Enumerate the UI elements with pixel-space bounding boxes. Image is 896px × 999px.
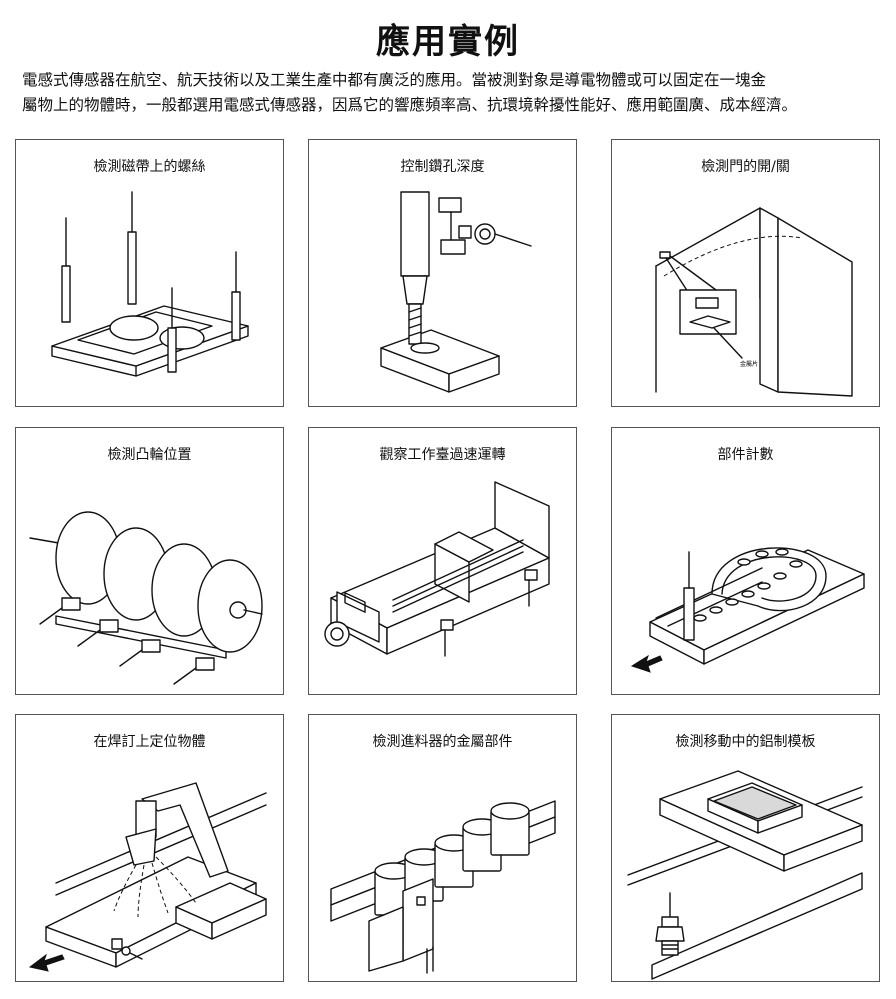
example-card-cam: 檢測凸輪位置 <box>15 427 284 695</box>
intro-line-1: 電感式傳感器在航空、航天技術以及工業生產中都有廣泛的應用。當被測對象是導電物體或… <box>22 71 767 89</box>
example-caption: 控制鑽孔深度 <box>400 159 485 175</box>
cam-illustration <box>29 511 263 685</box>
example-card-drill-depth: 控制鑽孔深度 <box>308 139 577 407</box>
example-card-worktable: 觀察工作臺過速運轉 <box>308 427 577 695</box>
example-card-tape-screws: 檢測磁帶上的螺絲 <box>15 139 284 407</box>
intro-line-2: 屬物上的物體時，一般都選用電感式傳感器，因爲它的響應頻率高、抗環境幹擾性能好、應… <box>22 96 798 114</box>
example-card-feeder: 檢測進料器的金屬部件 <box>308 714 577 982</box>
example-caption: 檢測進料器的金屬部件 <box>372 734 513 750</box>
drill-illustration <box>380 191 532 393</box>
example-caption: 檢測移動中的鋁制模板 <box>675 734 816 750</box>
intro-paragraph: 電感式傳感器在航空、航天技術以及工業生產中都有廣泛的應用。當被測對象是導電物體或… <box>22 68 882 118</box>
example-caption: 檢測門的開/關 <box>701 159 790 175</box>
weld-illustration <box>28 782 267 972</box>
example-caption: 檢測凸輪位置 <box>107 447 192 463</box>
example-caption: 觀察工作臺過速運轉 <box>379 447 506 463</box>
worktable-illustration <box>324 481 550 657</box>
example-caption: 部件計數 <box>717 447 774 463</box>
example-card-aluminum-template: 檢測移動中的鋁制模板 <box>611 714 880 982</box>
example-caption: 檢測磁帶上的螺絲 <box>93 159 206 175</box>
tape-screw-illustration <box>51 191 249 377</box>
part-count-illustration <box>630 547 865 673</box>
aluminum-template-illustration <box>627 770 863 980</box>
example-caption: 在焊訂上定位物體 <box>93 734 206 750</box>
feeder-illustration <box>330 800 556 974</box>
example-card-door: 檢測門的開/關 金屬片 <box>611 139 880 407</box>
page-title: 應用實例 <box>376 22 520 62</box>
metal-plate-label: 金屬片 <box>740 360 758 368</box>
door-illustration: 金屬片 <box>655 207 853 397</box>
example-card-part-count: 部件計數 <box>611 427 880 695</box>
example-card-weld-positioning: 在焊訂上定位物體 <box>15 714 284 982</box>
examples-grid: 檢測磁帶上的螺絲 控制鑽孔深度 <box>15 139 881 985</box>
